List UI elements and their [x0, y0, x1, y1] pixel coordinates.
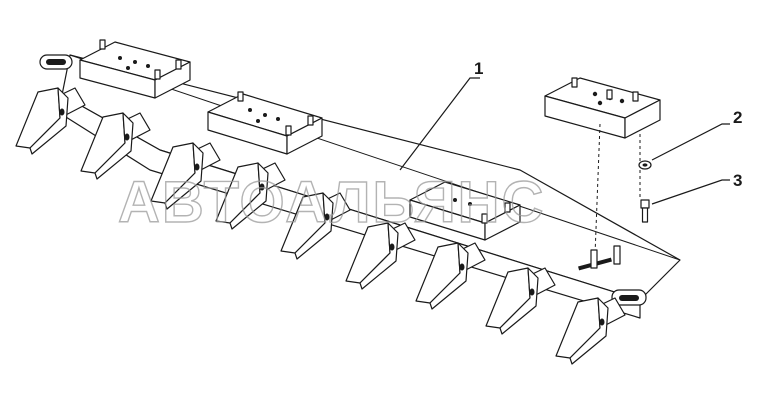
- tooth-2: [80, 112, 151, 180]
- callout-2: 2: [733, 108, 742, 127]
- bolt-part-3: [640, 199, 650, 223]
- mounting-plates: [79, 39, 521, 241]
- tooth-8: [485, 267, 556, 335]
- tooth-6: [345, 222, 416, 290]
- right-lug-hole: [619, 295, 639, 301]
- watermark: АВТОАЛЬЯНС: [118, 170, 545, 235]
- tooth-1: [15, 87, 86, 155]
- leader-1: [399, 77, 480, 171]
- left-lug-hole: [46, 59, 66, 65]
- tooth-5: [280, 192, 351, 260]
- exploded-plate: [544, 77, 661, 269]
- leader-3: [651, 179, 730, 205]
- tooth-7: [415, 242, 486, 310]
- washer-part-2: [638, 160, 652, 170]
- leader-2: [651, 123, 730, 161]
- plate-1: [79, 39, 191, 99]
- tooth-9: [555, 297, 626, 365]
- tooth-4: [215, 162, 286, 230]
- stud-2: [613, 245, 621, 265]
- teeth-group: [15, 87, 626, 365]
- callout-3: 3: [733, 171, 742, 190]
- callout-1: 1: [474, 59, 483, 78]
- tooth-3: [150, 142, 221, 210]
- stud: [590, 249, 598, 269]
- plate-3: [409, 181, 521, 241]
- plate-2: [207, 91, 323, 155]
